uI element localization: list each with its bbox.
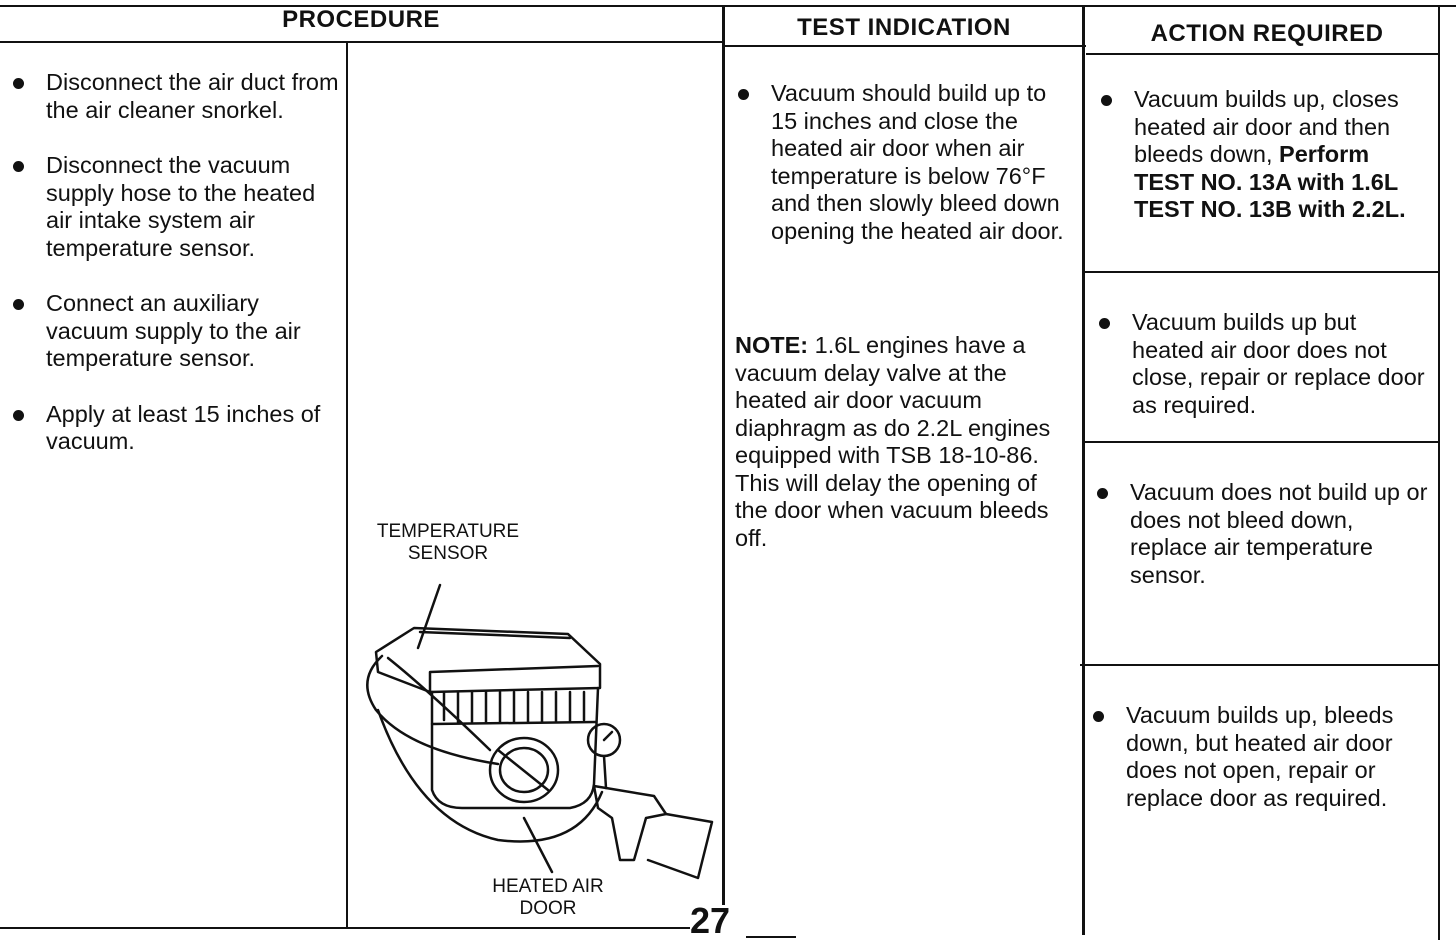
air-cleaner-illustration [366, 583, 714, 880]
procedure-step: Apply at least 15 inches of vacuum. [13, 401, 346, 456]
header-action-required: ACTION REQUIRED [1150, 20, 1384, 47]
action-list-3: Vacuum does not build up or does not ble… [1097, 479, 1430, 589]
action-item-bold: Perform TEST NO. 13A with 1.6L TEST NO. … [1134, 141, 1406, 222]
header-procedure: PROCEDURE [282, 6, 440, 33]
header-test-indication: TEST INDICATION [797, 14, 1011, 41]
divider-procedure-test [722, 5, 725, 905]
action-item: Vacuum does not build up or does not ble… [1097, 479, 1430, 589]
divider-test-action [1082, 5, 1085, 935]
air-cleaner-lid [374, 626, 602, 694]
figure-label-sensor: TEMPERATURE SENSOR [376, 521, 520, 564]
door-leader-line [522, 816, 554, 874]
action-item: Vacuum builds up, bleeds down, but heate… [1093, 702, 1426, 812]
right-border [1438, 5, 1440, 940]
action-item: Vacuum builds up but heated air door doe… [1099, 309, 1432, 419]
procedure-list: Disconnect the air duct from the air cle… [13, 69, 346, 456]
action-list-1: Vacuum builds up, closes heated air door… [1101, 86, 1434, 224]
note-text: 1.6L engines have a vacuum delay valve a… [735, 332, 1051, 551]
test-indication-bullet: Vacuum should build up to 15 inches and … [738, 80, 1071, 245]
sensor-leader-line [416, 583, 442, 650]
procedure-step: Disconnect the vacuum supply hose to the… [13, 152, 346, 262]
procedure-step: Disconnect the air duct from the air cle… [13, 69, 346, 124]
divider-procedure-figure [346, 41, 348, 929]
test-indication-list: Vacuum should build up to 15 inches and … [738, 80, 1071, 245]
header-bottom-test [724, 45, 1086, 47]
page-number: 27 [690, 900, 731, 941]
figure-label-heated-air-door: HEATED AIR DOOR [492, 876, 604, 919]
header-bottom-procedure [0, 41, 724, 43]
action-item: Vacuum builds up, closes heated air door… [1101, 86, 1434, 224]
procedure-step: Connect an auxiliary vacuum supply to th… [13, 290, 346, 373]
top-border [0, 5, 1456, 7]
note-label: NOTE: [735, 332, 809, 358]
test-indication-note: NOTE: 1.6L engines have a vacuum delay v… [735, 332, 1070, 552]
bottom-border-right [746, 936, 796, 938]
action-divider-1 [1084, 271, 1440, 273]
vacuum-pump [592, 784, 668, 862]
header-bottom-action [1086, 53, 1440, 55]
action-list-4: Vacuum builds up, bleeds down, but heate… [1093, 702, 1426, 812]
air-cleaner-housing [430, 686, 600, 810]
action-list-2: Vacuum builds up but heated air door doe… [1099, 309, 1432, 419]
bottom-border-left [0, 927, 690, 929]
heated-air-door [488, 736, 560, 804]
action-divider-3 [1080, 664, 1440, 666]
action-divider-2 [1082, 441, 1440, 443]
